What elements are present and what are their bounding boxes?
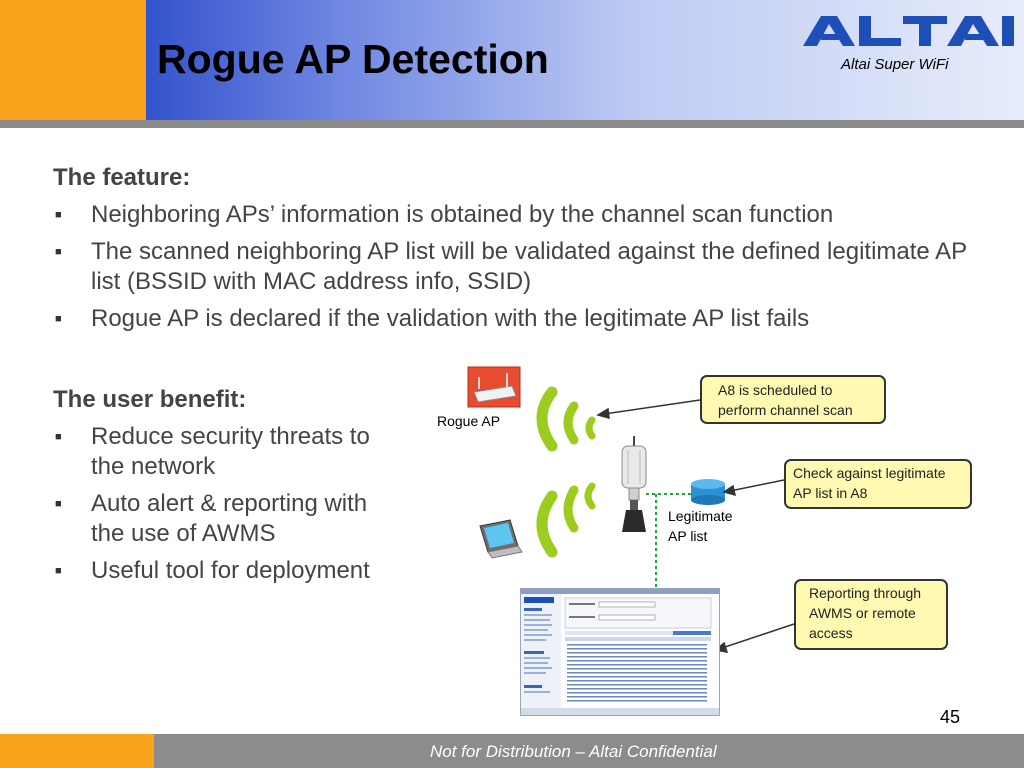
- feature-heading: The feature:: [53, 164, 191, 191]
- callout-check-legitimate-list: Check against legitimate AP list in A8: [784, 459, 972, 509]
- bullet-square-icon: ■: [55, 565, 62, 577]
- bullet-square-icon: ■: [55, 246, 62, 258]
- benefit-bullet-list: ■Reduce security threats to the network …: [53, 422, 373, 593]
- wireless-waves-upper-icon: [536, 386, 596, 452]
- list-item: ■ Useful tool for deployment: [53, 556, 373, 586]
- page-number: 45: [940, 707, 961, 727]
- header-gradient-band: [146, 0, 1024, 120]
- network-link-lines: [646, 493, 691, 588]
- list-item: ■ Neighboring APs’ information is obtaine…: [53, 200, 988, 230]
- slide-title: Rogue AP Detection: [157, 36, 549, 82]
- bullet-text: The scanned neighboring AP list will be …: [91, 238, 967, 295]
- bullet-text: Useful tool for deployment: [91, 557, 370, 584]
- list-item: ■ The scanned neighboring AP list will be…: [53, 237, 988, 297]
- callout-reporting: Reporting through AWMS or remote access: [794, 579, 948, 650]
- logo-tagline: Altai Super WiFi: [841, 56, 949, 73]
- bullet-square-icon: ■: [55, 498, 62, 510]
- list-item: ■ Rogue AP is declared if the validation …: [53, 304, 988, 334]
- a8-access-point-icon: [621, 436, 647, 532]
- bullet-square-icon: ■: [55, 313, 62, 325]
- rogue-ap-label: Rogue AP: [437, 413, 501, 429]
- legitimate-ap-list-label: Legitimate AP list: [668, 508, 733, 544]
- legitimate-ap-database-icon: [691, 479, 725, 505]
- altai-logo: [803, 16, 1014, 46]
- feature-bullet-list: ■ Neighboring APs’ information is obtaine…: [53, 200, 988, 341]
- bullet-text: Rogue AP is declared if the validation w…: [91, 305, 810, 332]
- laptop-icon: [479, 519, 523, 559]
- rogue-router-icon: [467, 366, 521, 408]
- awms-screenshot-graphic: [521, 589, 719, 715]
- callout-channel-scan: A8 is scheduled to perform channel scan: [700, 375, 886, 424]
- wireless-waves-lower-icon: [536, 482, 596, 558]
- bullet-square-icon: ■: [55, 431, 62, 443]
- bullet-text: Neighboring APs’ information is obtained…: [91, 201, 834, 228]
- header-accent-block: [0, 0, 146, 120]
- list-item: ■ Reduce security threats to the network: [53, 422, 373, 482]
- header-divider: [0, 120, 1024, 128]
- bullet-text: Auto alert & reporting with the use of A…: [91, 490, 368, 547]
- footer-accent-block: [0, 734, 154, 768]
- footer-confidential-notice: Not for Distribution – Altai Confidentia…: [430, 742, 717, 761]
- awms-screenshot-thumbnail: [520, 588, 720, 716]
- list-item: ■ Auto alert & reporting with the use of …: [53, 489, 373, 549]
- benefit-heading: The user benefit:: [53, 386, 247, 413]
- bullet-square-icon: ■: [55, 209, 62, 221]
- bullet-text: Reduce security threats to the network: [91, 423, 370, 480]
- footer-band: [154, 734, 1024, 768]
